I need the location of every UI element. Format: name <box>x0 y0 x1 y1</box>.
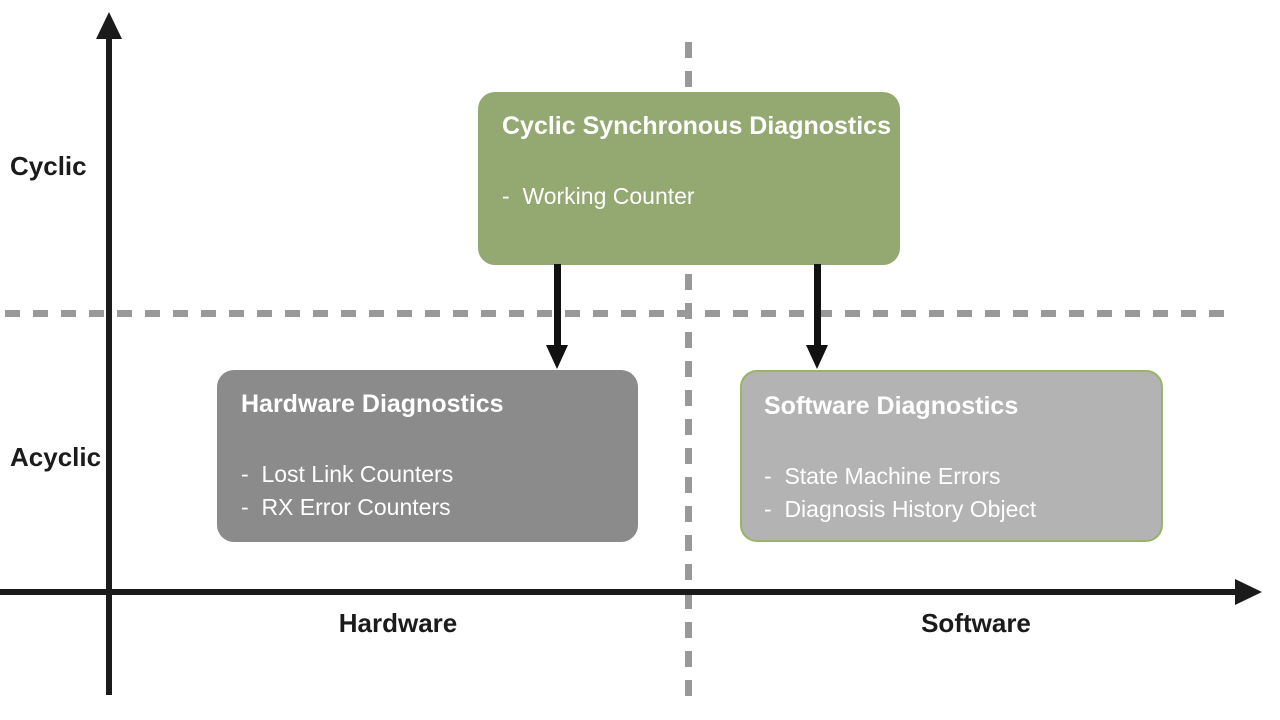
list-item: - Working Counter <box>502 183 695 209</box>
x-axis-label-software: Software <box>921 608 1031 638</box>
list-item: - RX Error Counters <box>241 494 451 520</box>
box-title: Cyclic Synchronous Diagnostics <box>502 112 891 140</box>
box-title: Hardware Diagnostics <box>241 390 504 418</box>
y-axis-line <box>106 30 112 695</box>
box-title: Software Diagnostics <box>764 392 1019 420</box>
x-axis-label-hardware: Hardware <box>338 608 458 638</box>
y-axis-label-cyclic: Cyclic <box>10 151 87 181</box>
list-item: - Diagnosis History Object <box>764 496 1037 522</box>
x-axis-arrowhead-icon <box>1235 579 1262 605</box>
horizontal-dashed-divider <box>5 310 1231 317</box>
software-diagnostics-box: Software Diagnostics - State Machine Err… <box>740 370 1163 542</box>
hardware-diagnostics-box: Hardware Diagnostics - Lost Link Counter… <box>217 370 638 542</box>
list-item: - State Machine Errors <box>764 463 1001 489</box>
connector-arrow-left-shaft <box>554 264 561 346</box>
connector-arrow-right-arrowhead-icon <box>806 345 828 369</box>
y-axis-arrowhead-icon <box>96 12 122 39</box>
list-item: - Lost Link Counters <box>241 461 454 487</box>
box-item-list: - State Machine Errors - Diagnosis Histo… <box>764 460 1036 526</box>
box-item-list: - Working Counter <box>502 180 695 213</box>
connector-arrow-left-arrowhead-icon <box>546 345 568 369</box>
x-axis-line <box>0 589 1240 595</box>
connector-arrow-right-shaft <box>814 264 821 346</box>
y-axis-label-acyclic: Acyclic <box>10 442 102 472</box>
box-item-list: - Lost Link Counters - RX Error Counters <box>241 458 453 524</box>
vertical-dashed-divider <box>685 42 692 698</box>
cyclic-synchronous-diagnostics-box: Cyclic Synchronous Diagnostics - Working… <box>478 92 900 265</box>
